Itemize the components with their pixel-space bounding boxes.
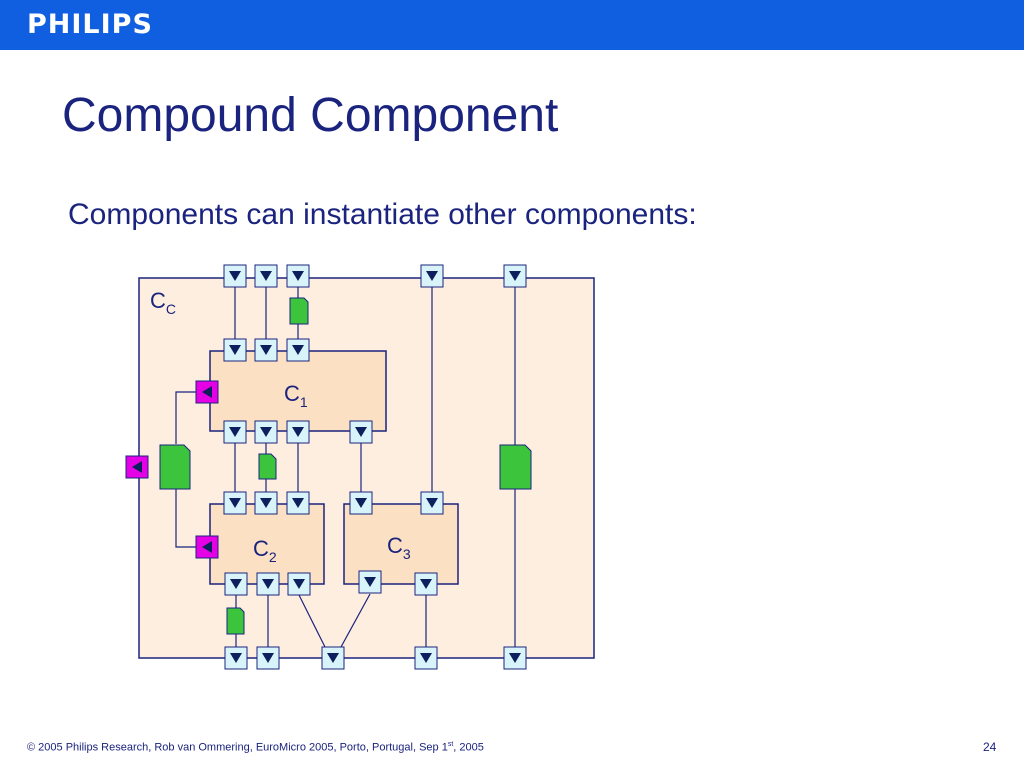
philips-logo: PHILIPS: [27, 9, 153, 40]
port-top-3: [286, 264, 310, 288]
port-c2-out-3: [287, 572, 311, 596]
port-c2-out-2: [256, 572, 280, 596]
header-bar: PHILIPS: [0, 0, 1024, 50]
port-c1-in-1: [223, 338, 247, 362]
document-icon-2: [258, 453, 277, 480]
port-top-4: [420, 264, 444, 288]
label-c2: C2: [253, 536, 277, 565]
port-c3-in-2: [420, 491, 444, 515]
footer-sup: st: [447, 741, 454, 748]
port-top-1: [223, 264, 247, 288]
port-c1-in-2: [254, 338, 278, 362]
slide-title: Compound Component: [62, 89, 559, 142]
port-c2-provided: [195, 535, 219, 559]
port-c1-out-1: [223, 420, 247, 444]
footer-year: , 2005: [453, 741, 484, 754]
document-icon-5: [226, 607, 245, 635]
port-c3-out-1: [358, 570, 382, 594]
port-c2-in-1: [223, 491, 247, 515]
page-number: 24: [983, 740, 997, 754]
label-c3: C3: [387, 533, 411, 562]
port-bottom-2: [256, 646, 280, 670]
document-icon-4: [499, 444, 532, 490]
port-c2-in-3: [286, 491, 310, 515]
footer-text: © 2005 Philips Research, Rob van Ommerin…: [27, 741, 448, 754]
port-c1-in-3: [286, 338, 310, 362]
port-cc-provided: [125, 455, 149, 479]
port-top-2: [254, 264, 278, 288]
document-icon-1: [289, 297, 309, 325]
label-cc: CC: [150, 288, 176, 317]
port-top-5: [503, 264, 527, 288]
port-c2-out-1: [224, 572, 248, 596]
port-c1-out-3: [286, 420, 310, 444]
port-bottom-1: [224, 646, 248, 670]
footer-copyright: © 2005 Philips Research, Rob van Ommerin…: [27, 741, 484, 754]
port-c2-in-2: [254, 491, 278, 515]
port-bottom-3: [321, 646, 345, 670]
port-c3-in-1: [349, 491, 373, 515]
document-icons: [159, 297, 532, 635]
document-icon-3: [159, 444, 191, 490]
port-c3-out-2: [414, 572, 438, 596]
label-c1: C1: [284, 381, 308, 410]
port-bottom-4: [414, 646, 438, 670]
provided-ports: [125, 380, 219, 559]
slide-bullet: Components can instantiate other compone…: [68, 198, 697, 231]
port-c1-provided: [195, 380, 219, 404]
port-c1-out-2: [254, 420, 278, 444]
required-ports: [223, 264, 527, 670]
port-bottom-5: [503, 646, 527, 670]
port-c1-out-4: [349, 420, 373, 444]
